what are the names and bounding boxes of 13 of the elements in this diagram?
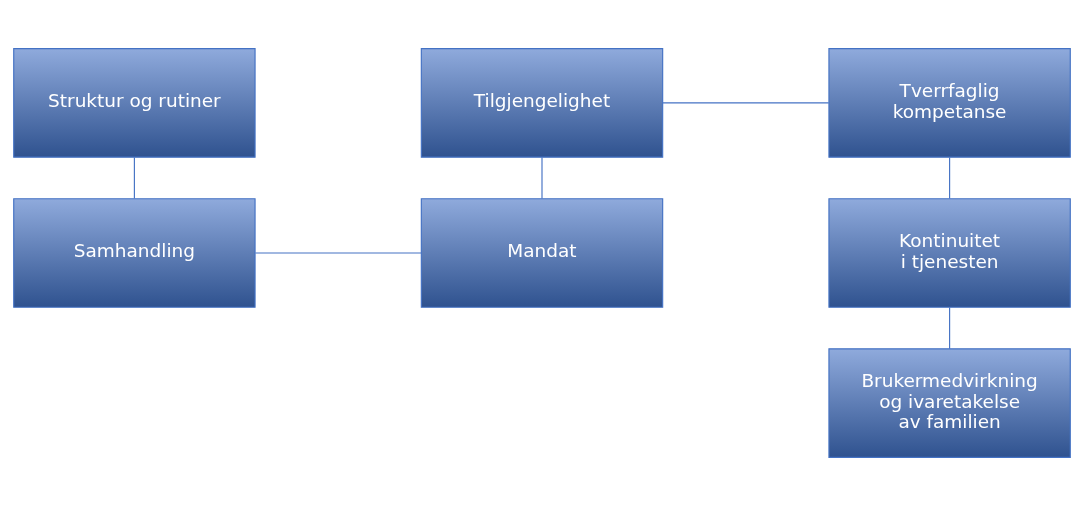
node-box: Struktur og rutiner [13,47,256,158]
connector [133,156,135,199]
connector [949,306,951,349]
node-box: Brukermedvirkning og ivaretakelse av familien [828,347,1071,458]
node-box: Samhandling [13,197,256,308]
node-box: Kontinuitet i tjenesten [828,197,1071,308]
connector [541,156,543,199]
node-box: Tverrfaglig kompetanse [828,47,1071,158]
connector [662,101,830,103]
node-box: Tilgjengelighet [420,47,664,158]
connector [254,251,422,254]
node-box: Mandat [420,197,664,308]
connector [949,156,951,199]
